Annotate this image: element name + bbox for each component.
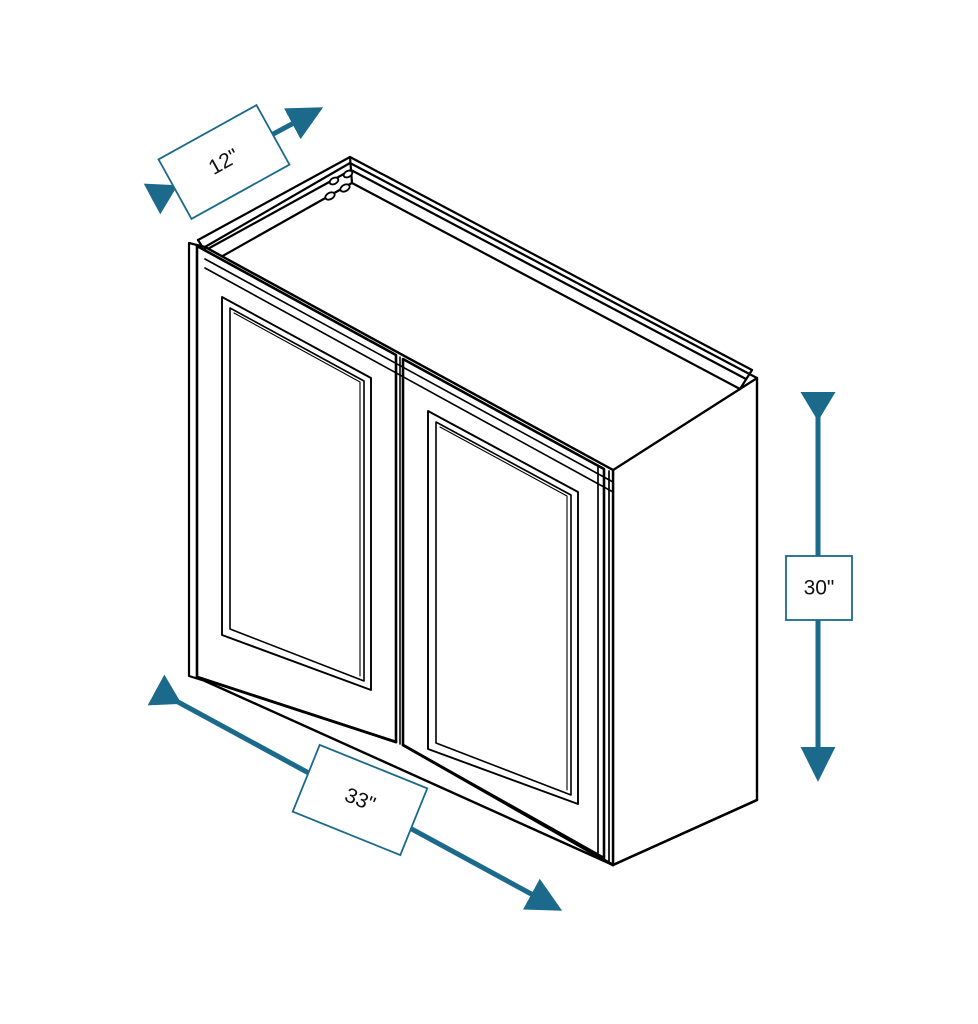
right-door-edge-profile (597, 465, 610, 863)
top-front-lip (204, 258, 614, 493)
right-door-panel-shadow (439, 426, 568, 791)
height-label-text: 30" (804, 577, 835, 600)
bottom-right-return (611, 798, 759, 867)
left-door[interactable] (195, 244, 398, 744)
depth-dimension: 12" (143, 103, 324, 221)
height-label-box (785, 555, 853, 621)
left-door-panel-shadow (233, 312, 361, 677)
height-dimension: 30" (785, 392, 853, 782)
width-label-box (291, 743, 429, 857)
mounting-holes (324, 169, 354, 201)
depth-label-box (157, 103, 291, 221)
width-dimension: 33" (147, 674, 563, 911)
